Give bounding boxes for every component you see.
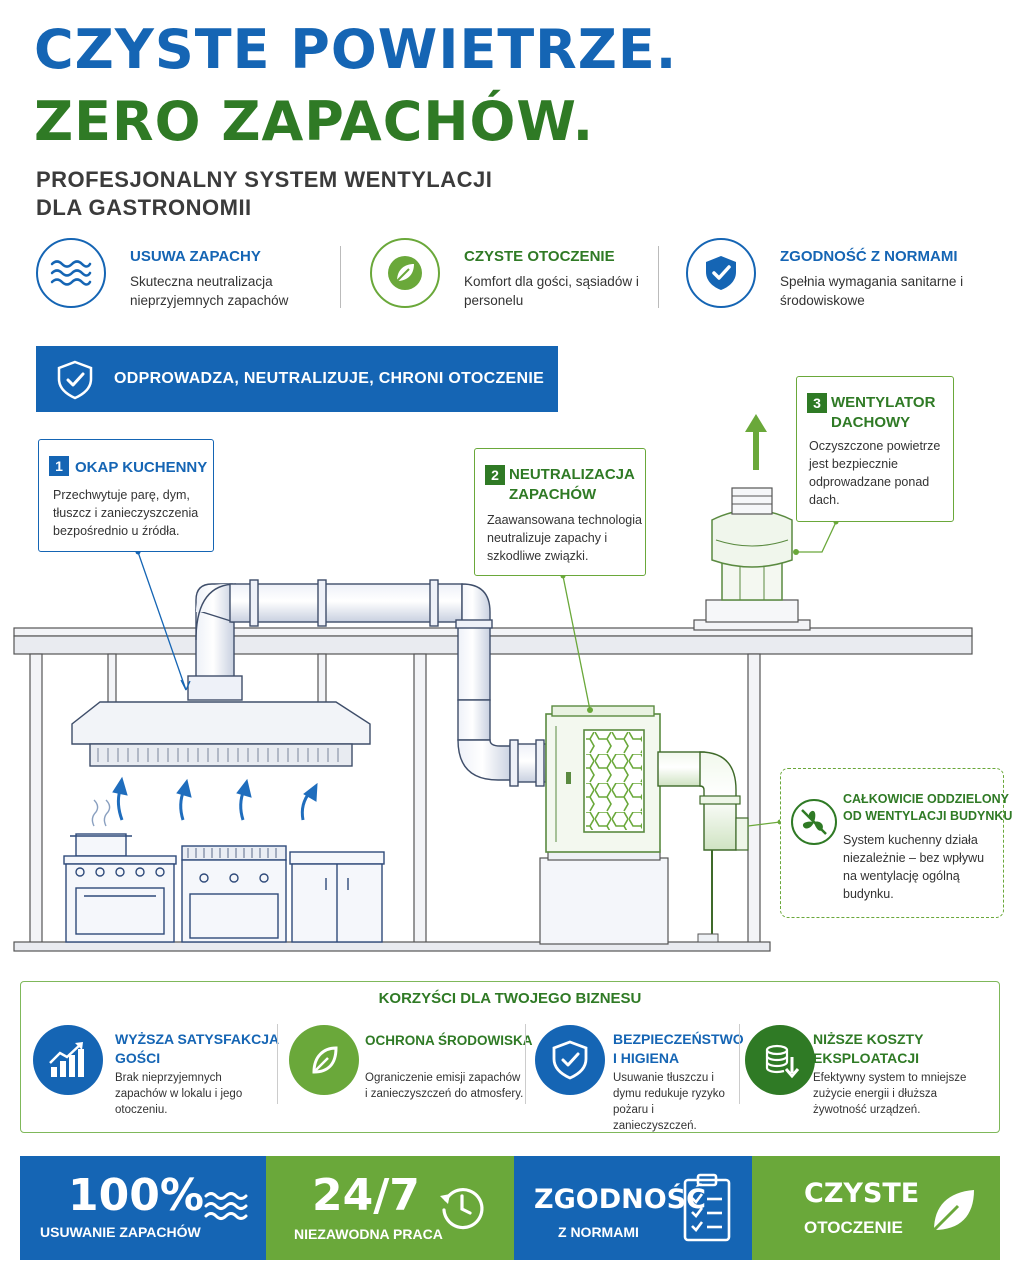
roof-fan (693, 487, 811, 631)
divider (340, 246, 341, 308)
kitchen-hood (71, 701, 371, 767)
feature-zgodnosc: ZGODNOŚĆ Z NORMAMI Spełnia wymagania san… (686, 236, 986, 316)
stat-big: ZGODNOŚĆ (534, 1184, 706, 1215)
airflow-arrows (112, 776, 318, 821)
headline-line2: ZERO ZAPACHÓW. (34, 90, 595, 153)
callout-filter: 2 NEUTRALIZACJA ZAPACHÓW Zaawansowana te… (474, 448, 646, 576)
callout-title-line2: DACHOWY (831, 414, 911, 431)
benefit-desc: Ograniczenie emisji zapachów i zanieczys… (365, 1072, 524, 1100)
kitchen-appliances (63, 799, 385, 943)
callout-title-line1: CAŁKOWICIE ODDZIELONY (843, 792, 1009, 806)
shield-check-icon (686, 238, 756, 308)
odor-filter-unit (539, 705, 749, 945)
callout-number: 2 (485, 465, 505, 485)
callout-separate: CAŁKOWICIE ODDZIELONY OD WENTYLACJI BUDY… (780, 768, 1012, 918)
benefit-title-line1: BEZPIECZEŃSTWO (613, 1031, 744, 1047)
divider (525, 1024, 526, 1104)
callout-desc: Oczyszczone powietrze jest bezpiecznie o… (809, 439, 941, 507)
feature-desc: Spełnia wymagania sanitarne i środowisko… (780, 274, 964, 308)
callout-title: OKAP KUCHENNY (75, 459, 208, 476)
feature-desc: Komfort dla gości, sąsiadów i personelu (464, 274, 639, 308)
feature-title: USUWA ZAPACHY (130, 248, 261, 265)
shield-check-icon (535, 1025, 605, 1095)
banner-text: ODPROWADZA, NEUTRALIZUJE, CHRONI OTOCZEN… (114, 370, 545, 387)
feature-title: ZGODNOŚĆ Z NORMAMI (780, 248, 958, 265)
divider (658, 246, 659, 308)
benefit-desc: Brak nieprzyjemnych zapachów w lokalu i … (115, 1072, 243, 1116)
benefit-title-line2: GOŚCI (115, 1050, 161, 1066)
stat-small: OTOCZENIE (804, 1218, 903, 1237)
stat-small: Z NORMAMI (558, 1224, 639, 1240)
stat-big: 100% (68, 1170, 204, 1221)
growth-chart-icon (33, 1025, 103, 1095)
benefit-title-line1: WYŻSZA SATYSFAKCJA (115, 1031, 280, 1047)
callout-title-line1: NEUTRALIZACJA (509, 466, 635, 483)
stat-otoczenie: CZYSTE OTOCZENIE (752, 1156, 1000, 1260)
leaf-icon (932, 1190, 974, 1232)
callout-number: 1 (49, 456, 69, 476)
callout-fan: 3 WENTYLATOR DACHOWY Oczyszczone powietr… (796, 376, 954, 522)
banner: ODPROWADZA, NEUTRALIZUJE, CHRONI OTOCZEN… (36, 346, 558, 412)
divider (739, 1024, 740, 1104)
stat-small: NIEZAWODNA PRACA (294, 1226, 443, 1242)
callout-desc: Przechwytuje parę, dym, tłuszcz i zaniec… (53, 488, 199, 538)
feature-usuwa-zapachy: USUWA ZAPACHY Skuteczna neutralizacja ni… (36, 236, 326, 316)
feature-desc: Skuteczna neutralizacja nieprzyjemnych z… (130, 274, 289, 308)
waves-icon (204, 1192, 248, 1220)
stat-big: 24/7 (312, 1170, 420, 1221)
divider (277, 1024, 278, 1104)
benefit-title-line1: NIŻSZE KOSZTY (813, 1031, 924, 1047)
duct (187, 579, 547, 787)
benefit-desc: Efektywny system to mniejsze zużycie ene… (813, 1072, 967, 1116)
benefit-title-line1: OCHRONA ŚRODOWISKA (365, 1033, 533, 1048)
coins-down-icon (745, 1025, 815, 1095)
stat-zgodnosc: ZGODNOŚĆ Z NORMAMI (514, 1156, 752, 1260)
stat-usuwanie: 100% USUWANIE ZAPACHÓW (20, 1156, 266, 1260)
shield-check-icon (57, 360, 93, 400)
benefits-panel: KORZYŚCI DLA TWOJEGO BIZNESU WYŻSZA SATY… (20, 981, 1000, 1133)
stat-big: CZYSTE (804, 1178, 920, 1209)
callout-number: 3 (807, 393, 827, 413)
waves-icon (36, 238, 106, 308)
up-arrow-icon (745, 414, 767, 470)
clock-icon (440, 1187, 484, 1230)
subtitle-line2: DLA GASTRONOMII (36, 195, 252, 220)
feature-czyste-otoczenie: CZYSTE OTOCZENIE Komfort dla gości, sąsi… (370, 236, 650, 316)
feature-title: CZYSTE OTOCZENIE (464, 248, 615, 265)
leader-lines (135, 519, 839, 827)
benefit-title-line2: EKSPLOATACJI (813, 1050, 920, 1066)
checklist-icon (683, 1173, 731, 1242)
leaf-icon (370, 238, 440, 308)
building-posts (29, 653, 761, 945)
leaf-icon (289, 1025, 359, 1095)
ceiling (13, 627, 973, 655)
callout-desc: System kuchenny działa niezależnie – bez… (843, 833, 985, 901)
headline-line1: CZYSTE POWIETRZE. (34, 18, 678, 81)
stat-small: USUWANIE ZAPACHÓW (40, 1224, 201, 1240)
callout-desc: Zaawansowana technologia neutralizuje za… (487, 513, 642, 563)
no-fan-icon (791, 799, 837, 845)
callout-title-line2: OD WENTYLACJI BUDYNKU (843, 809, 1013, 823)
callout-title-line2: ZAPACHÓW (509, 486, 597, 503)
callout-hood: 1 OKAP KUCHENNY Przechwytuje parę, dym, … (38, 439, 214, 552)
benefits-title: KORZYŚCI DLA TWOJEGO BIZNESU (378, 990, 642, 1007)
floor (13, 941, 771, 952)
stat-praca: 24/7 NIEZAWODNA PRACA (266, 1156, 514, 1260)
callout-title-line1: WENTYLATOR (831, 394, 936, 411)
benefit-title-line2: I HIGIENA (613, 1050, 680, 1066)
benefit-desc: Usuwanie tłuszczu i dymu redukuje ryzyko… (613, 1072, 725, 1132)
subtitle-line1: PROFESJONALNY SYSTEM WENTYLACJI (36, 167, 493, 192)
